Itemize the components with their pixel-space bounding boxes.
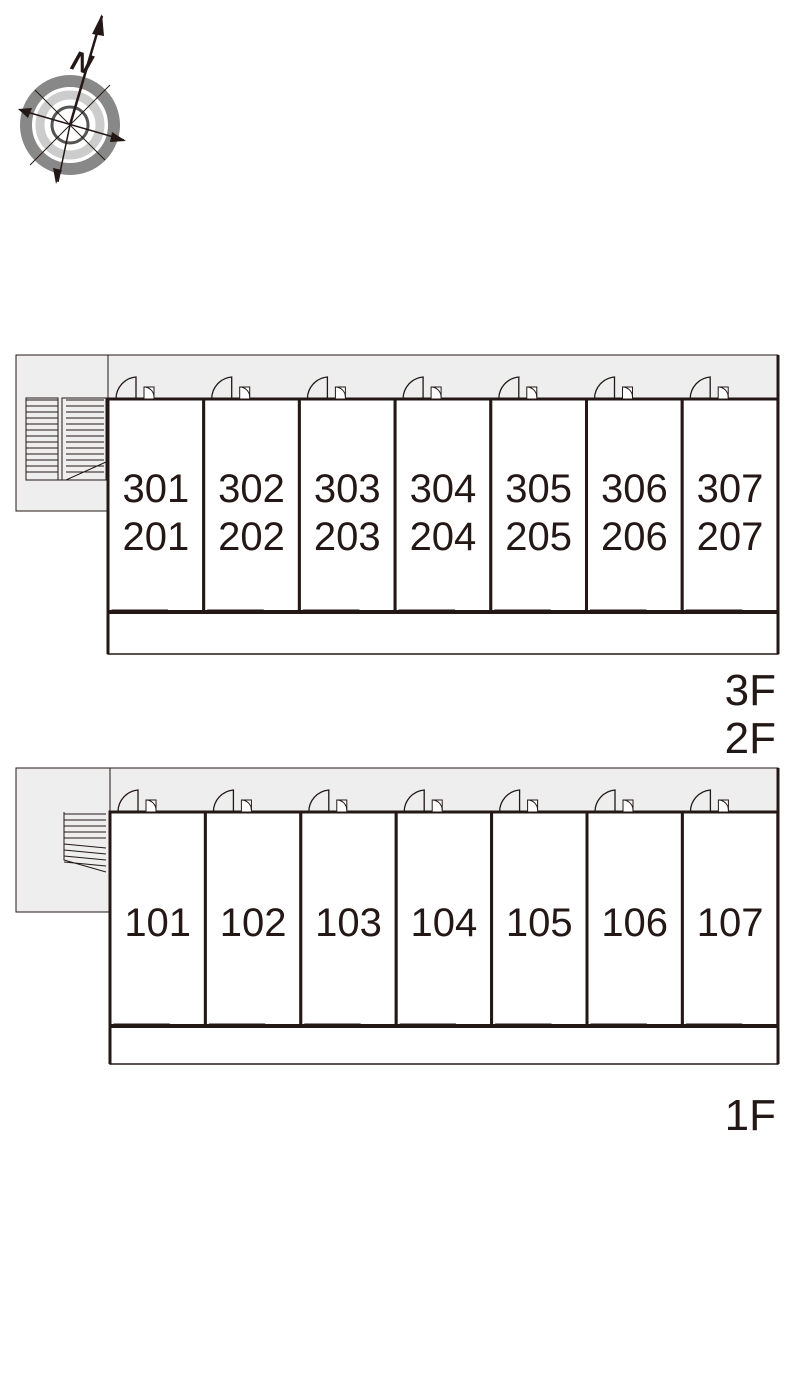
door-icon [403,789,443,813]
unit-number-2f: 206 [601,515,668,559]
lower-unit: 104 [394,789,494,1048]
floor-label-3f: 3F [725,666,776,715]
lower-stair-landing [15,767,111,913]
compass-north-label: N [67,45,97,81]
unit-number-2f: 204 [410,515,477,559]
door-icon [306,376,346,400]
upper-staircase [25,397,107,481]
upper-corridor [15,354,779,400]
door-icon [211,376,251,400]
lower-unit-number: 102 [220,901,287,945]
lower-unit: 106 [585,789,684,1048]
door-icon [115,376,155,400]
upper-unit-number: 306 [601,467,668,511]
door-icon [498,789,539,813]
unit-number-2f: 202 [218,515,285,559]
lower-unit: 101 [108,789,207,1031]
floor-label-2f: 2F [725,714,776,763]
door-icon [689,376,729,400]
upper-unit-number: 304 [410,467,477,511]
lower-unit-number: 101 [124,901,191,945]
lower-corridor [15,767,779,813]
lower-unit-number: 105 [506,901,573,945]
unit-number-2f: 207 [697,515,764,559]
upper-unit-number: 302 [218,467,285,511]
upper-unit-number: 307 [697,467,764,511]
lower-unit: 107 [680,789,780,1048]
unit-number-2f: 201 [122,515,189,559]
lower-unit: 105 [490,789,589,1048]
door-icon [308,789,348,813]
door-icon [117,789,157,813]
door-icon [594,789,634,813]
unit-number-2f: 203 [314,515,381,559]
lower-unit-number: 103 [315,901,382,945]
lower-unit-number: 106 [601,901,668,945]
upper-unit-number: 303 [314,467,381,511]
floor-label-1f: 1F [725,1091,776,1140]
upper-unit-number: 301 [122,467,189,511]
lower-unit-number: 104 [411,901,478,945]
door-icon [402,376,442,400]
door-icon [212,789,252,813]
door-icon [593,376,633,400]
compass-rose-icon: N [18,14,126,184]
lower-block: 101 102 103 104 105 106 107 [15,767,780,1065]
upper-block: 3012013022023032033042043052053062063072… [15,354,780,655]
lower-staircase [63,812,107,873]
lower-unit: 103 [299,789,398,1048]
unit-number-2f: 205 [505,515,572,559]
door-icon [498,376,538,400]
lower-unit: 102 [203,789,303,1048]
door-icon [689,789,729,813]
lower-unit-number: 107 [697,901,764,945]
upper-unit-number: 305 [505,467,572,511]
